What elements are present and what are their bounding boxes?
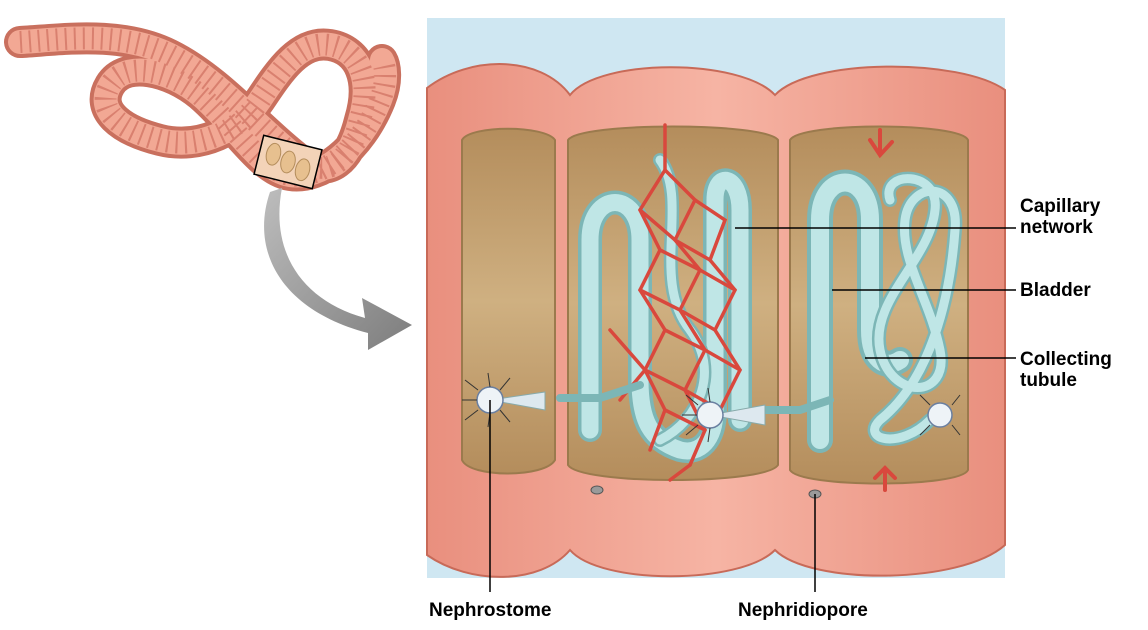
label-nephrostome: Nephrostome: [429, 600, 551, 621]
label-collecting-line2: tubule: [1020, 370, 1112, 391]
curved-arrow-icon: [264, 188, 412, 350]
label-bladder: Bladder: [1020, 280, 1091, 301]
nephridiopore-left: [591, 486, 603, 494]
label-nephridiopore: Nephridiopore: [738, 600, 868, 621]
label-capillary-network: Capillary network: [1020, 196, 1100, 238]
earthworm-icon: [20, 38, 385, 188]
segment-cavity-left: [462, 129, 555, 474]
label-collecting-tubule: Collecting tubule: [1020, 349, 1112, 391]
label-capillary-line2: network: [1020, 217, 1100, 238]
enlarged-section: [427, 18, 1005, 578]
label-collecting-line1: Collecting: [1020, 349, 1112, 370]
label-capillary-line1: Capillary: [1020, 196, 1100, 217]
